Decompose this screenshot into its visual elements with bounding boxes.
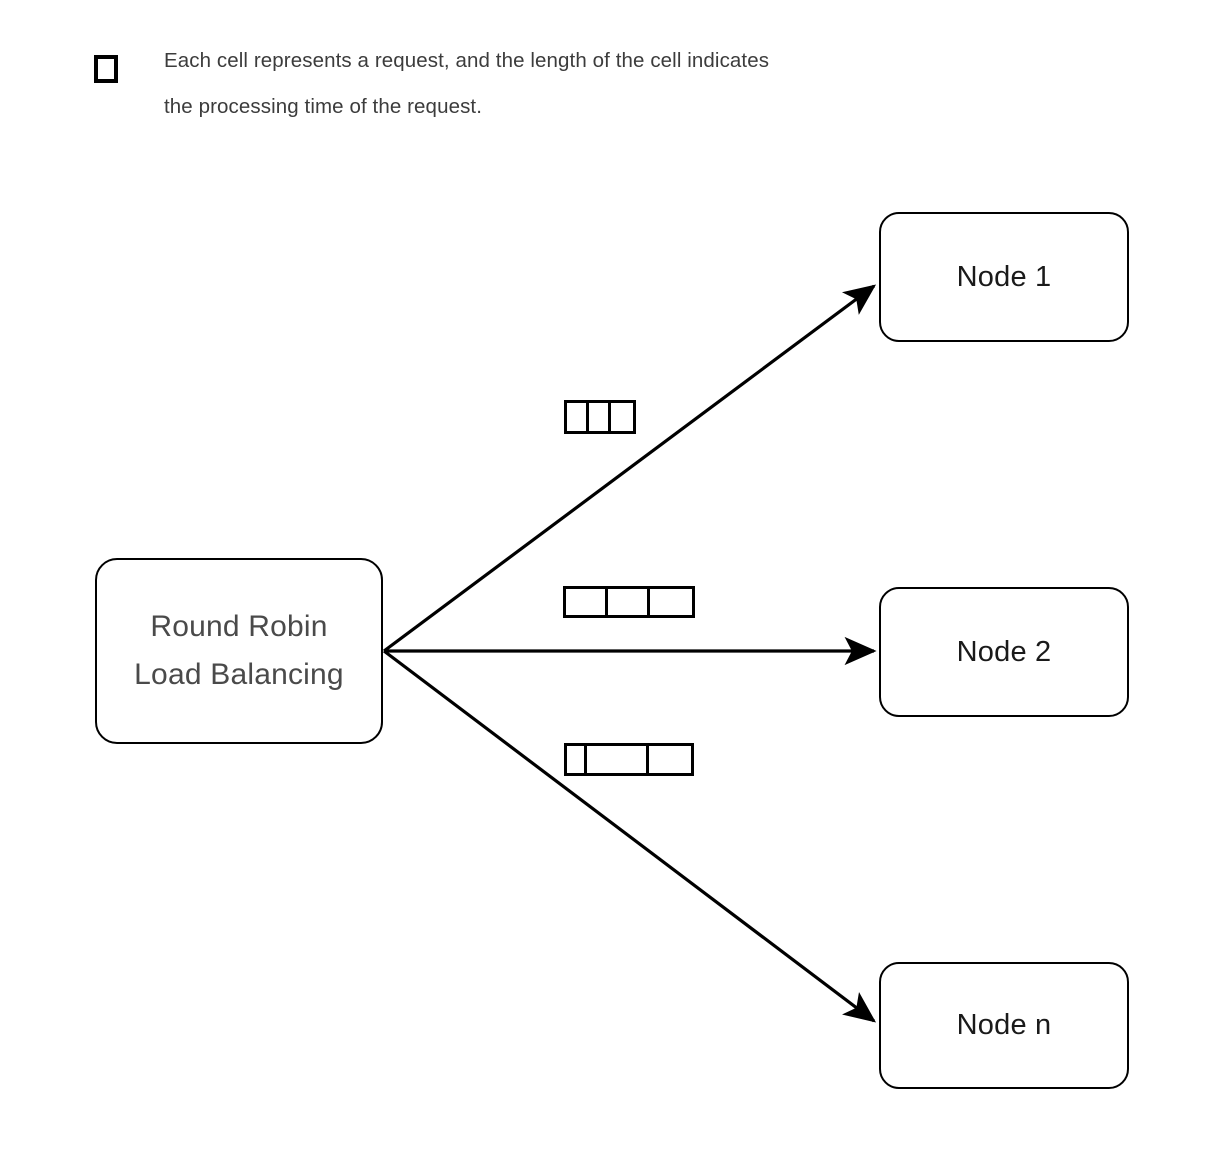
load-balancer-label: Round Robin Load Balancing [134,610,344,691]
request-cell [567,746,587,773]
request-queue-node-n [564,743,694,776]
request-cell [587,746,649,773]
empty-square-cell-icon [94,55,118,83]
load-balancer-box[interactable]: Round Robin Load Balancing [95,558,383,744]
request-cell [650,589,692,615]
request-cell [567,403,589,431]
request-queue-node-2 [563,586,695,618]
node-box-node-2[interactable]: Node 2 [879,587,1129,717]
node-label-node-2: Node 2 [956,635,1052,668]
request-cell [649,746,691,773]
request-cell [611,403,633,431]
node-box-node-n[interactable]: Node n [879,962,1129,1089]
legend-caption: Each cell represents a request, and the … [164,49,770,118]
request-queue-node-1 [564,400,636,434]
node-label-node-n: Node n [956,1009,1052,1041]
request-cell [566,589,608,615]
request-cell [589,403,611,431]
node-box-node-1[interactable]: Node 1 [879,212,1129,342]
request-cell [608,589,650,615]
edge-to-node-n [383,649,877,1023]
node-label-node-1: Node 1 [956,260,1052,293]
